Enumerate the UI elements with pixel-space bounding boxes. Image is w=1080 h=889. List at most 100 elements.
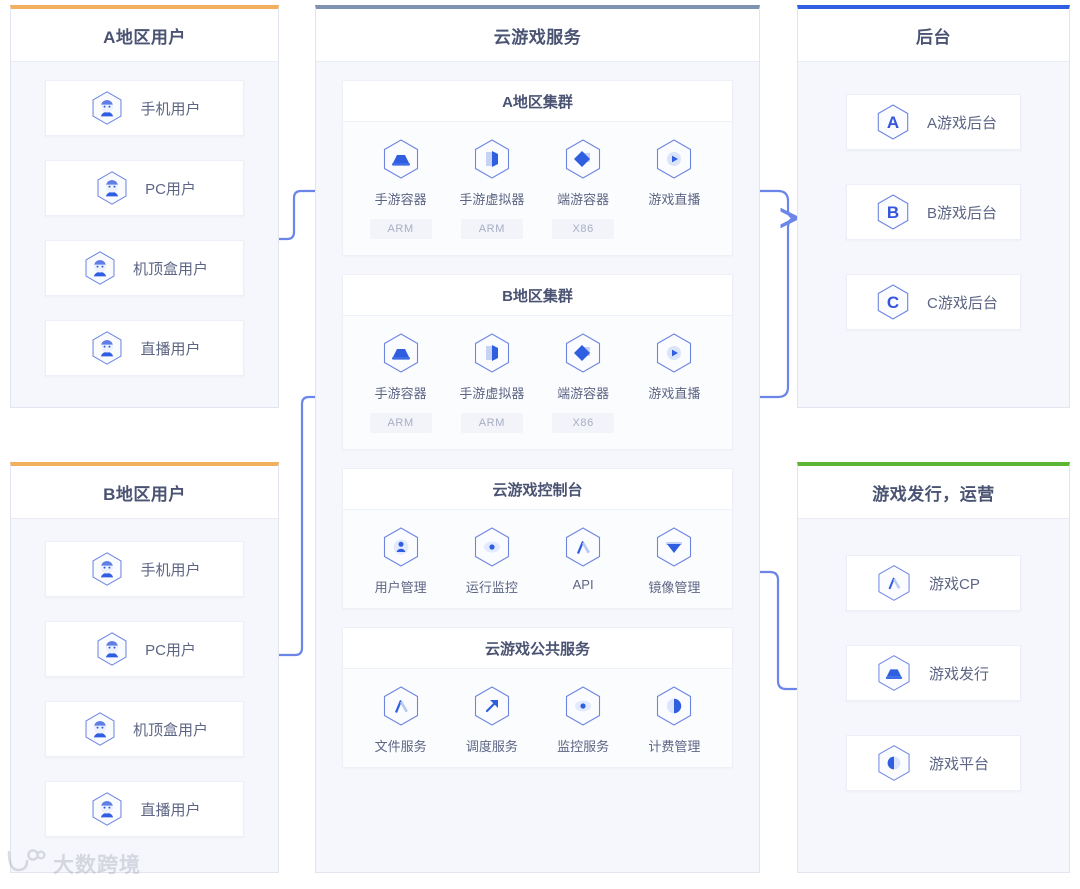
- node-badge: ARM: [460, 413, 523, 433]
- node-item[interactable]: 计费管理: [632, 683, 716, 755]
- pen-icon: [873, 562, 915, 604]
- page-title: 云游戏服务: [493, 27, 582, 47]
- api-icon: [560, 524, 606, 570]
- list-item-label: PC用户: [145, 641, 196, 659]
- list-item-label: PC用户: [145, 180, 196, 198]
- node-item[interactable]: 镜像管理: [632, 524, 716, 596]
- user-avatar-icon: [93, 630, 131, 668]
- group-card-title: A地区集群: [502, 93, 573, 111]
- list-item-label: 手机用户: [140, 561, 201, 579]
- group-card-body: 手游容器 ARM 手游虚拟器 ARM: [343, 122, 732, 255]
- panel-header: 游戏发行，运营: [798, 466, 1069, 519]
- node-label: API: [572, 577, 594, 592]
- node-item[interactable]: 调度服务: [450, 683, 534, 755]
- user-avatar-icon: [88, 550, 126, 588]
- node-item[interactable]: 手游虚拟器 ARM: [450, 330, 534, 433]
- page-title: 游戏发行，运营: [872, 484, 995, 504]
- node-item[interactable]: 手游虚拟器 ARM: [450, 136, 534, 239]
- node-item[interactable]: 用户管理: [359, 524, 443, 596]
- node-badge: X86: [552, 219, 615, 239]
- node-label: 调度服务: [465, 739, 518, 754]
- node-item[interactable]: 手游容器 ARM: [359, 330, 443, 433]
- panel-body: A地区集群 手游容器 ARM: [316, 62, 759, 872]
- node-label: 运行监控: [465, 580, 518, 595]
- node-label: 计费管理: [648, 739, 701, 754]
- node-label: 游戏直播: [648, 192, 701, 207]
- list-item[interactable]: 游戏发行: [846, 645, 1021, 701]
- list-item[interactable]: 机顶盒用户: [45, 240, 244, 296]
- list-item[interactable]: PC用户: [45, 160, 244, 216]
- user-avatar-icon: [88, 89, 126, 127]
- container-icon: [378, 136, 424, 182]
- list-item[interactable]: C C游戏后台: [846, 274, 1021, 330]
- list-item[interactable]: 手机用户: [45, 80, 244, 136]
- panel-body: 游戏CP 游戏发行: [798, 519, 1069, 872]
- list-item-label: 直播用户: [140, 801, 201, 819]
- list-item[interactable]: 手机用户: [45, 541, 244, 597]
- node-item[interactable]: 文件服务: [359, 683, 443, 755]
- play-circle-icon: [651, 136, 697, 182]
- node-item[interactable]: 监控服务: [541, 683, 625, 755]
- panel-body: 手机用户 PC用户: [11, 62, 278, 407]
- panel-body: 手机用户 PC用户: [11, 519, 278, 872]
- list-item[interactable]: 直播用户: [45, 781, 244, 837]
- node-badge: [643, 413, 705, 433]
- node-item[interactable]: 运行监控: [450, 524, 534, 596]
- user-avatar-icon: [88, 329, 126, 367]
- page-title: B地区用户: [103, 484, 186, 504]
- group-card-region-a-cluster: A地区集群 手游容器 ARM: [342, 80, 733, 256]
- node-label: 端游容器: [557, 192, 610, 207]
- list-item[interactable]: 游戏平台: [846, 735, 1021, 791]
- node-label: 文件服务: [374, 739, 427, 754]
- panel-publishing-operation: 游戏发行，运营 游戏CP: [797, 462, 1070, 873]
- page-title: A地区用户: [103, 27, 186, 47]
- list-item[interactable]: 直播用户: [45, 320, 244, 376]
- list-item[interactable]: B B游戏后台: [846, 184, 1021, 240]
- panel-header: A地区用户: [11, 9, 278, 62]
- container-icon: [873, 652, 915, 694]
- node-item[interactable]: 手游容器 ARM: [359, 136, 443, 239]
- list-item[interactable]: PC用户: [45, 621, 244, 677]
- node-item[interactable]: API: [541, 524, 625, 592]
- node-badge: [643, 219, 705, 239]
- node-badge: X86: [552, 413, 615, 433]
- letter-glyph: C: [887, 293, 899, 312]
- panel-cloud-game-service: 云游戏服务 A地区集群: [315, 5, 760, 873]
- list-item[interactable]: 游戏CP: [846, 555, 1021, 611]
- node-label: 用户管理: [374, 580, 427, 595]
- virtualizer-icon: [469, 136, 515, 182]
- node-item[interactable]: 游戏直播: [632, 136, 716, 239]
- node-item[interactable]: 端游容器 X86: [541, 330, 625, 433]
- list-item-label: A游戏后台: [927, 114, 998, 132]
- platform-icon: [873, 742, 915, 784]
- letter-b-icon: B: [873, 192, 913, 232]
- group-card-public-service: 云游戏公共服务 文件服务: [342, 627, 733, 768]
- list-item[interactable]: 机顶盒用户: [45, 701, 244, 757]
- list-item-label: 游戏发行: [929, 665, 990, 683]
- group-card-title: 云游戏公共服务: [484, 640, 590, 658]
- list-item-label: 机顶盒用户: [132, 260, 208, 278]
- node-badge: ARM: [369, 413, 432, 433]
- list-item-label: 手机用户: [140, 100, 201, 118]
- page-title: 后台: [916, 27, 951, 47]
- play-circle-icon: [651, 330, 697, 376]
- virtualizer-icon: [469, 330, 515, 376]
- group-card-header: B地区集群: [343, 275, 732, 316]
- logo-icon: [6, 848, 46, 879]
- list-item[interactable]: A A游戏后台: [846, 94, 1021, 150]
- letter-glyph: B: [887, 203, 899, 222]
- group-card-region-b-cluster: B地区集群 手游容器 ARM: [342, 274, 733, 450]
- file-service-icon: [378, 683, 424, 729]
- panel-region-a-users: A地区用户 手机用户: [10, 5, 279, 408]
- panel-header: B地区用户: [11, 466, 278, 519]
- eye-monitor-icon: [469, 524, 515, 570]
- diamond-container-icon: [560, 136, 606, 182]
- node-label: 手游虚拟器: [459, 192, 525, 207]
- list-item-label: 游戏平台: [929, 755, 990, 773]
- node-item[interactable]: 端游容器 X86: [541, 136, 625, 239]
- list-item-label: 直播用户: [140, 340, 201, 358]
- node-item[interactable]: 游戏直播: [632, 330, 716, 433]
- image-manage-icon: [651, 524, 697, 570]
- eye-monitor-icon: [560, 683, 606, 729]
- node-label: 手游容器: [374, 386, 427, 401]
